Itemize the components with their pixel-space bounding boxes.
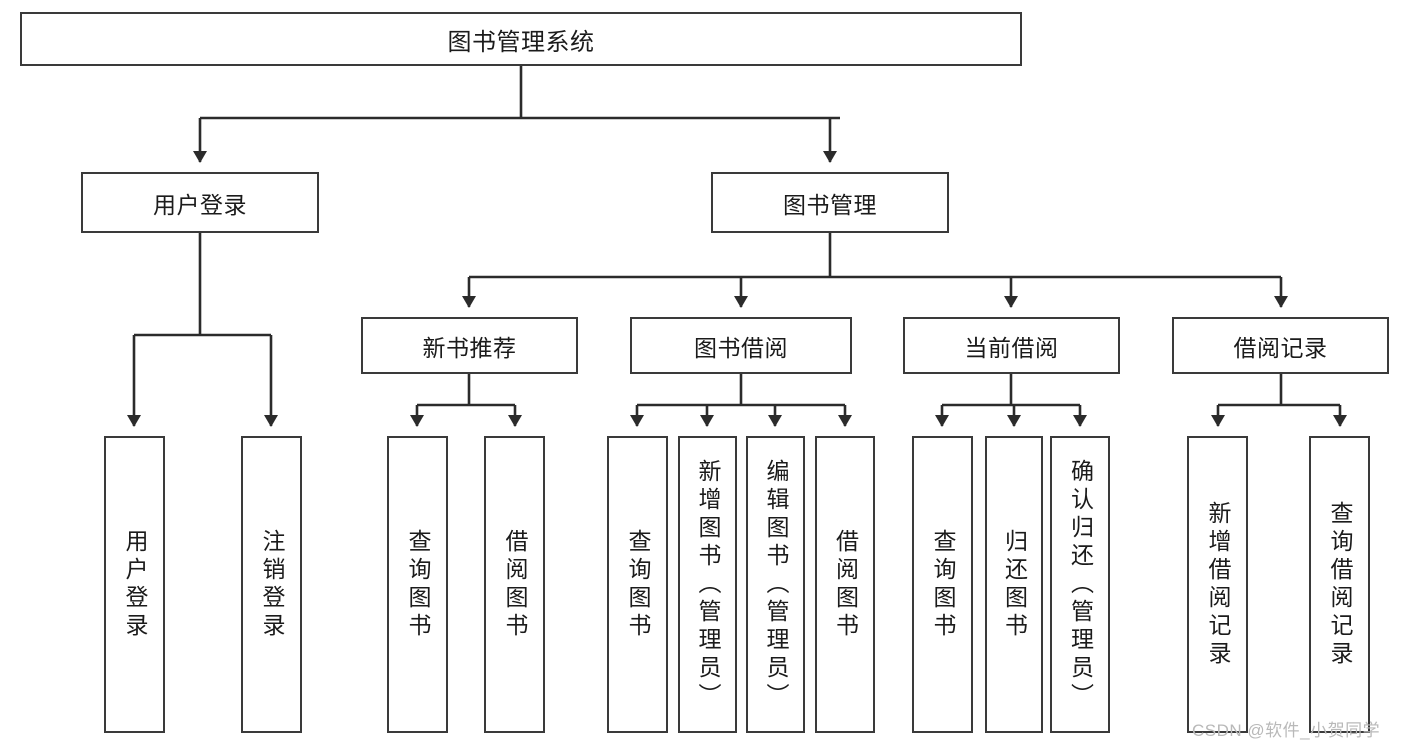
node-label: 用户登录 [153, 191, 247, 218]
node-label: 查询借阅记录 [1327, 500, 1353, 669]
node-label: 查询图书 [930, 528, 956, 641]
leaf-query-books-borrowing[interactable]: 查询图书 [607, 436, 668, 733]
node-label: 新增图书（管理员） [695, 458, 721, 711]
node-user-login[interactable]: 用户登录 [81, 172, 319, 233]
node-label: 当前借阅 [964, 334, 1059, 361]
node-book-management[interactable]: 图书管理 [711, 172, 949, 233]
node-new-book-recommendation[interactable]: 新书推荐 [361, 317, 578, 374]
node-label: 新书推荐 [422, 334, 517, 361]
node-label: 新增借阅记录 [1205, 500, 1231, 669]
node-label: 图书借阅 [694, 334, 788, 361]
node-label: 归还图书 [1001, 528, 1028, 641]
leaf-user-login[interactable]: 用户登录 [104, 436, 165, 733]
leaf-query-books-recommendation[interactable]: 查询图书 [387, 436, 448, 733]
node-label: 借阅图书 [502, 528, 528, 641]
leaf-logout[interactable]: 注销登录 [241, 436, 302, 733]
node-root-system[interactable]: 图书管理系统 [20, 12, 1022, 66]
node-label: 编辑图书（管理员） [763, 458, 789, 711]
node-current-borrowing[interactable]: 当前借阅 [903, 317, 1120, 374]
leaf-add-borrowing-record[interactable]: 新增借阅记录 [1187, 436, 1248, 733]
leaf-query-borrowing-record[interactable]: 查询借阅记录 [1309, 436, 1370, 733]
leaf-borrow-books-recommendation[interactable]: 借阅图书 [484, 436, 545, 733]
node-label: 图书管理 [783, 191, 877, 218]
leaf-query-books-current[interactable]: 查询图书 [912, 436, 973, 733]
leaf-return-books[interactable]: 归还图书 [985, 436, 1043, 733]
leaf-add-book-admin[interactable]: 新增图书（管理员） [678, 436, 737, 733]
node-label: 查询图书 [625, 528, 651, 641]
leaf-confirm-return-admin[interactable]: 确认归还（管理员） [1050, 436, 1110, 733]
leaf-borrow-books[interactable]: 借阅图书 [815, 436, 875, 733]
node-label: 用户登录 [122, 528, 148, 641]
node-label: 查询图书 [405, 528, 431, 641]
leaf-edit-book-admin[interactable]: 编辑图书（管理员） [746, 436, 805, 733]
node-label: 借阅记录 [1233, 334, 1328, 361]
csdn-watermark: CSDN @软件_小贺同学 [1192, 721, 1381, 740]
node-label: 确认归还（管理员） [1067, 458, 1094, 711]
node-borrowing-records[interactable]: 借阅记录 [1172, 317, 1389, 374]
node-book-borrowing[interactable]: 图书借阅 [630, 317, 852, 374]
node-label: 图书管理系统 [447, 28, 595, 56]
node-label: 借阅图书 [832, 528, 859, 641]
node-label: 注销登录 [259, 528, 285, 641]
